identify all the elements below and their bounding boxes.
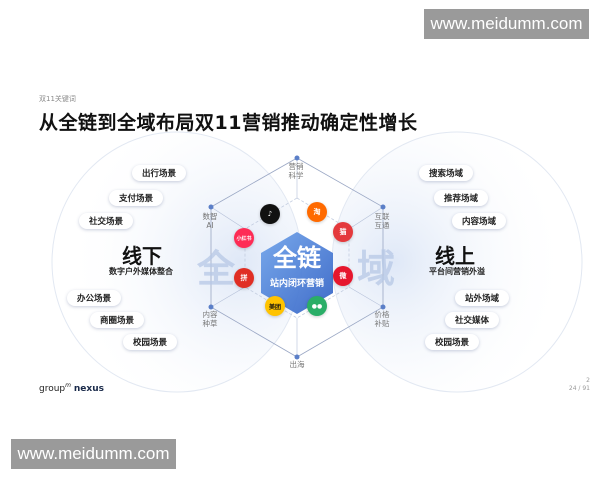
node-dot [294,354,300,360]
wechat-icon: ●● [307,296,327,316]
left-pill-social: 社交场景 [79,213,134,229]
node-dot [380,204,386,210]
node-dot [208,304,214,310]
node-dot [294,155,300,161]
hex-label-bottom-left: 内容 种草 [202,310,218,328]
page-current: 2 [586,377,590,384]
core-subtitle: 站内闭环营销 [269,279,324,289]
page-number: 2 24 / 91 [569,377,590,393]
left-pill-office: 办公场景 [67,290,122,306]
offline-subtitle: 数字户外媒体整合 [109,267,173,276]
offline-heading: 线下 [122,244,162,268]
left-pill-business: 商圈场景 [90,312,145,328]
hex-label-top-right: 互联 互通 [374,212,390,230]
weibo-icon: 微 [333,266,353,286]
page-total: 24 / 91 [568,385,590,392]
brand-logo: groupm nexus [39,382,104,394]
big-char-left: 全 [197,247,236,291]
slide-title: 从全链到全域布局双11营销推动确定性增长 [39,112,418,134]
core-hexagon [261,232,333,314]
node-dot [208,204,214,210]
big-char-right: 域 [357,247,396,291]
watermark-top: www.meidumm.com [424,9,589,39]
left-pill-payment: 支付场景 [109,190,164,206]
right-pill-offsite: 站外场域 [455,290,510,306]
online-heading: 线上 [435,244,475,268]
tiktok-icon: ♪ [260,204,280,224]
core-block: 全链 站内闭环营销 [255,234,339,312]
left-pill-campus: 校园场景 [123,334,178,350]
right-pill-social-media: 社交媒体 [445,312,500,328]
node-dot [380,304,386,310]
hex-label-top: 营销 科学 [288,162,304,180]
slide-kicker: 双11关键词 [39,95,76,103]
brand-logo-prefix: group [39,384,66,394]
right-pill-content: 内容场域 [452,213,507,229]
spoke [348,286,384,308]
tmall-icon: 猫 [333,222,353,242]
core-title: 全链 [273,244,321,272]
xiaohongshu-icon: 小红书 [234,228,254,248]
hex-label-top-left: 数智 AI [202,212,218,230]
spoke [210,286,246,308]
right-pill-campus: 校园场景 [425,334,480,350]
right-pill-recommend: 推荐场域 [434,190,489,206]
spoke [348,206,384,230]
pinduoduo-icon: 拼 [234,268,254,288]
taobao-icon: 淘 [307,202,327,222]
brand-logo-m: m [65,382,71,389]
hex-label-bottom-right: 价格 补贴 [374,310,390,328]
meituan-icon: 美团 [265,296,285,316]
hex-label-bottom: 出海 [289,360,305,369]
right-pill-search: 搜索场域 [419,165,474,181]
brand-logo-suffix: nexus [73,384,104,394]
online-subtitle: 平台间营销外溢 [429,267,485,276]
watermark-bottom: www.meidumm.com [11,439,176,469]
spoke [210,206,246,230]
left-pill-travel: 出行场景 [132,165,187,181]
slide: 双11关键词 从全链到全域布局双11营销推动确定性增长 [27,72,600,408]
